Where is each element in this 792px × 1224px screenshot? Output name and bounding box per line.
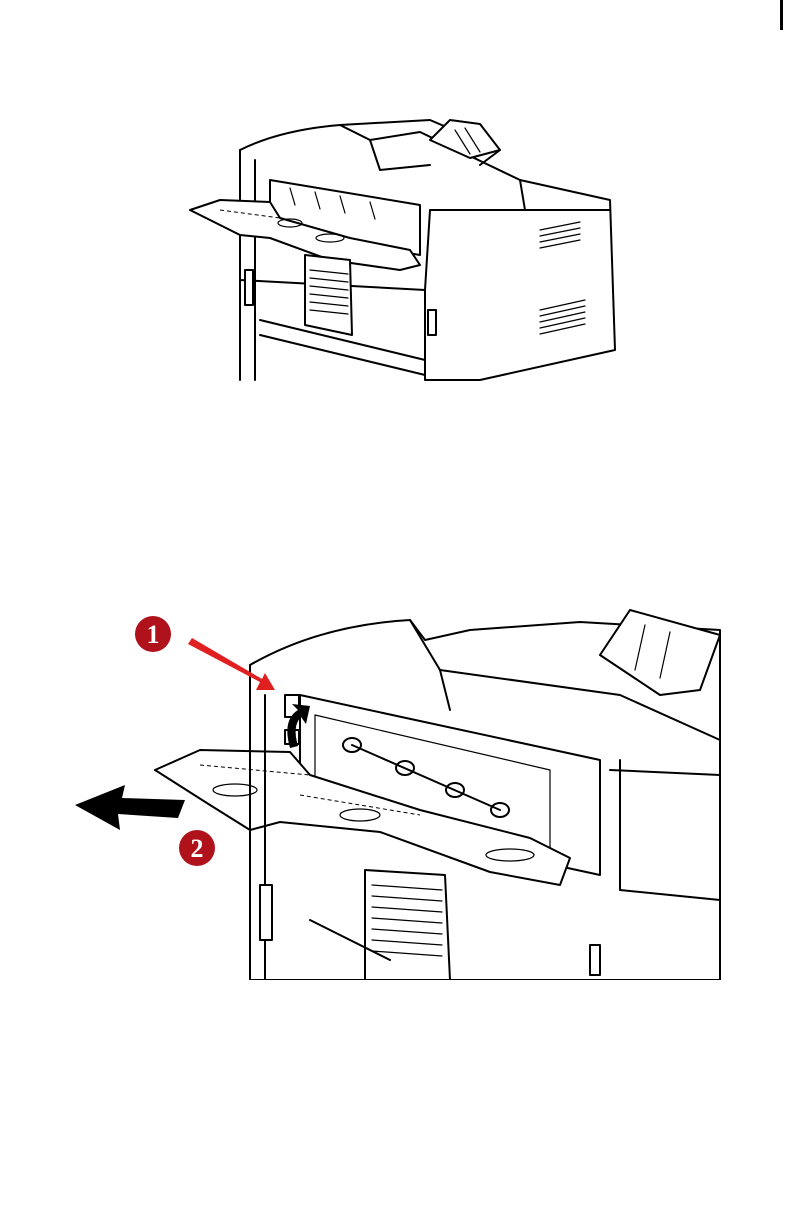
tray-open-steps-illustration: 1 2	[60, 600, 730, 980]
tray-open-steps-drawing: 1 2	[60, 600, 730, 980]
callout-1: 1	[135, 616, 171, 652]
callout-1-number: 1	[147, 620, 160, 649]
callout-2-number: 2	[191, 834, 204, 863]
printer-rear-illustration	[180, 110, 620, 390]
callout-2: 2	[179, 830, 215, 866]
printer-rear-drawing	[180, 110, 620, 390]
page-edge-marker	[780, 0, 783, 30]
pull-out-arrow	[75, 785, 185, 830]
